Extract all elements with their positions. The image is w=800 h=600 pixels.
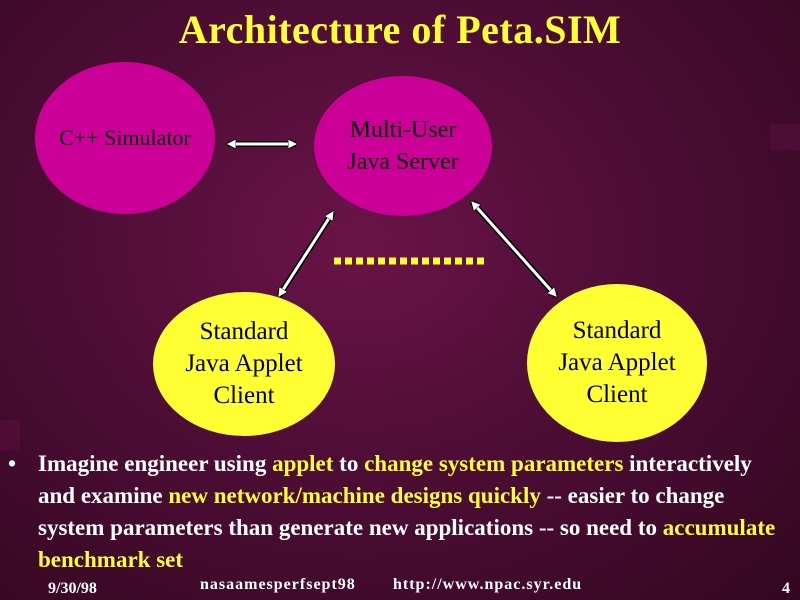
background-decoration-bar xyxy=(0,420,20,450)
bullet-highlight-text: new network/machine designs quickly xyxy=(168,483,541,508)
bullet-dot-icon: • xyxy=(8,451,17,476)
footer-page-number: 4 xyxy=(782,580,790,597)
java-server-node: Multi-User Java Server xyxy=(314,76,492,216)
cpp-simulator-node: C++ Simulator xyxy=(35,62,215,214)
footer-filename: nasaamesperfsept98 xyxy=(200,576,356,593)
bullet-highlight-text: applet xyxy=(272,451,334,476)
footer-url: http://www.npac.syr.edu xyxy=(393,576,583,593)
bullet-highlight-text: change system parameters xyxy=(364,451,624,476)
applet-client-node-right: Standard Java Applet Client xyxy=(527,284,707,442)
bullet-list: • Imagine engineer using applet to chang… xyxy=(8,448,788,576)
footer-date: 9/30/98 xyxy=(48,580,97,597)
slide-title: Architecture of Peta.SIM xyxy=(178,7,622,52)
bullet-plain-text: -- easier to change system parameters th… xyxy=(38,483,725,540)
bullet-highlight-text: accumulate benchmark set xyxy=(38,515,776,572)
bullet-text: Imagine engineer using applet to change … xyxy=(38,448,788,576)
background-decoration-bar xyxy=(770,124,800,150)
applet-client-node-left: Standard Java Applet Client xyxy=(153,292,335,436)
bullet-plain-text: Imagine engineer using xyxy=(38,451,273,476)
bullet-plain-text: interactively and examine xyxy=(38,451,752,508)
bullet-plain-text: to xyxy=(333,451,365,476)
